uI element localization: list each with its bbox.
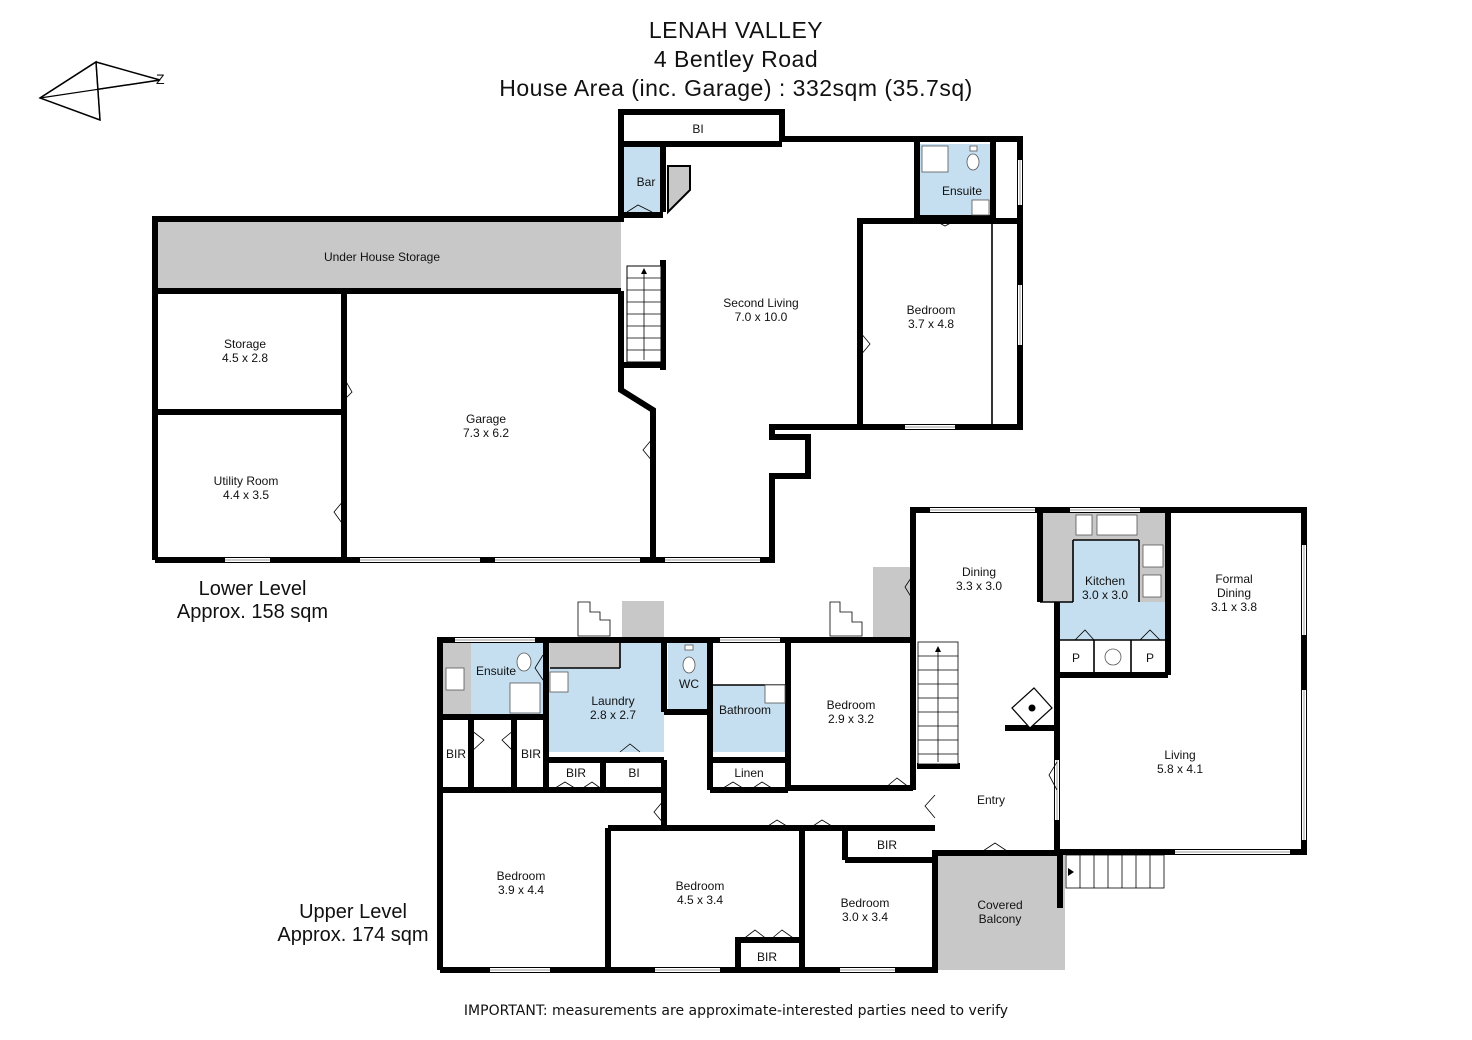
upper-level-area: Approx. 174 sqm: [277, 924, 429, 946]
chimney: [667, 165, 691, 215]
lower-level-label: Lower Level Approx. 158 sqm: [170, 578, 335, 624]
wall: [857, 218, 1020, 427]
bar-label: Bar: [637, 175, 656, 189]
living-name: Living: [1164, 748, 1195, 762]
compass-label: Z: [156, 71, 165, 87]
dining-name: Dining: [962, 565, 996, 579]
exterior-steps-icon: [577, 601, 1165, 889]
kitchen-name: Kitchen: [1085, 574, 1125, 588]
disclaimer: IMPORTANT: measurements are approximate-…: [0, 1003, 1472, 1019]
linen-label: Linen: [734, 766, 763, 780]
bedroom-b-size: 3.9 x 4.4: [498, 883, 544, 897]
wc-area: [668, 640, 710, 710]
living-size: 5.8 x 4.1: [1157, 762, 1203, 776]
upper-level-plan: Ensuite Laundry 2.8 x 2.7 WC Bathroom Be…: [437, 507, 1307, 973]
bedroom-d-name: Bedroom: [841, 896, 890, 910]
bir-2-label: BIR: [521, 747, 541, 761]
laundry-name: Laundry: [591, 694, 634, 708]
bedroom-a-size: 2.9 x 3.2: [828, 712, 874, 726]
wc-label: WC: [679, 677, 699, 691]
compass-icon: Z: [38, 60, 165, 122]
balcony-name-2: Balcony: [979, 912, 1022, 926]
kitchen-bench-blue: [1057, 602, 1166, 640]
formal-dining-name-1: Formal: [1215, 572, 1252, 586]
entry-label: Entry: [977, 793, 1005, 807]
bedroom-d-size: 3.0 x 3.4: [842, 910, 888, 924]
lower-windows: [225, 160, 1022, 562]
lower-bedroom-size: 3.7 x 4.8: [908, 317, 954, 331]
utility-room-size: 4.4 x 3.5: [223, 488, 269, 502]
lower-level-plan: BI Bar Ensuite Under House Storage Secon…: [152, 109, 1023, 563]
kitchen-size: 3.0 x 3.0: [1082, 588, 1128, 602]
upper-bi-label: BI: [628, 766, 639, 780]
upper-walls: [437, 507, 1307, 973]
bir-5-label: BIR: [877, 838, 897, 852]
bedroom-c-size: 4.5 x 3.4: [677, 893, 723, 907]
header-line-3: House Area (inc. Garage) : 332sqm (35.7s…: [499, 75, 973, 101]
bir-1-label: BIR: [446, 747, 466, 761]
wall: [618, 291, 656, 560]
laundry-grey: [550, 643, 620, 668]
pantry-right-label: P: [1146, 651, 1154, 665]
bathroom-label: Bathroom: [719, 703, 771, 717]
dining-size: 3.3 x 3.0: [956, 579, 1002, 593]
bedroom-b-name: Bedroom: [497, 869, 546, 883]
lower-level-name: Lower Level: [198, 578, 307, 600]
upper-ensuite-label: Ensuite: [476, 664, 516, 678]
covered-balcony-area: [935, 853, 1065, 970]
disclaimer-prefix: IMPORTANT: [463, 1003, 543, 1019]
bir-3-label: BIR: [566, 766, 586, 780]
lower-level-area: Approx. 158 sqm: [176, 601, 329, 623]
lower-bi-label: BI: [692, 122, 703, 136]
formal-dining-size: 3.1 x 3.8: [1211, 600, 1257, 614]
upper-level-name: Upper Level: [299, 901, 407, 923]
stair-grey-2: [873, 567, 913, 637]
upper-stairs-icon: [917, 641, 959, 765]
bar-area: [624, 144, 663, 212]
second-living-name: Second Living: [723, 296, 798, 310]
upper-doors: [470, 574, 1161, 941]
upper-fixtures: [445, 514, 1164, 729]
bir-4-label: BIR: [757, 950, 777, 964]
lower-doors: [333, 204, 961, 527]
lower-ensuite-fixtures: [921, 145, 990, 216]
pantry-left-label: P: [1072, 651, 1080, 665]
header-line-2: 4 Bentley Road: [653, 46, 819, 72]
garage-size: 7.3 x 6.2: [463, 426, 509, 440]
formal-dining-name-2: Dining: [1217, 586, 1251, 600]
lower-bedroom-name: Bedroom: [907, 303, 956, 317]
bedroom-a-name: Bedroom: [827, 698, 876, 712]
balcony-name-1: Covered: [977, 898, 1022, 912]
utility-room-name: Utility Room: [214, 474, 279, 488]
upper-level-label: Upper Level Approx. 174 sqm: [268, 901, 438, 947]
bedroom-c-name: Bedroom: [676, 879, 725, 893]
second-living-size: 7.0 x 10.0: [735, 310, 788, 324]
wall: [735, 937, 802, 970]
disclaimer-text: : measurements are approximate-intereste…: [542, 1003, 1009, 1019]
header-line-1: LENAH VALLEY: [648, 17, 824, 43]
stair-landing-grey: [622, 601, 664, 639]
lower-walls: [152, 109, 1023, 563]
storage-size: 4.5 x 2.8: [222, 351, 268, 365]
under-house-storage-label: Under House Storage: [324, 250, 440, 264]
garage-name: Garage: [466, 412, 506, 426]
storage-name: Storage: [224, 337, 266, 351]
lower-ensuite-label: Ensuite: [942, 184, 982, 198]
laundry-size: 2.8 x 2.7: [590, 708, 636, 722]
under-house-storage-area: [155, 219, 621, 291]
lower-stairs-icon: [626, 265, 662, 363]
